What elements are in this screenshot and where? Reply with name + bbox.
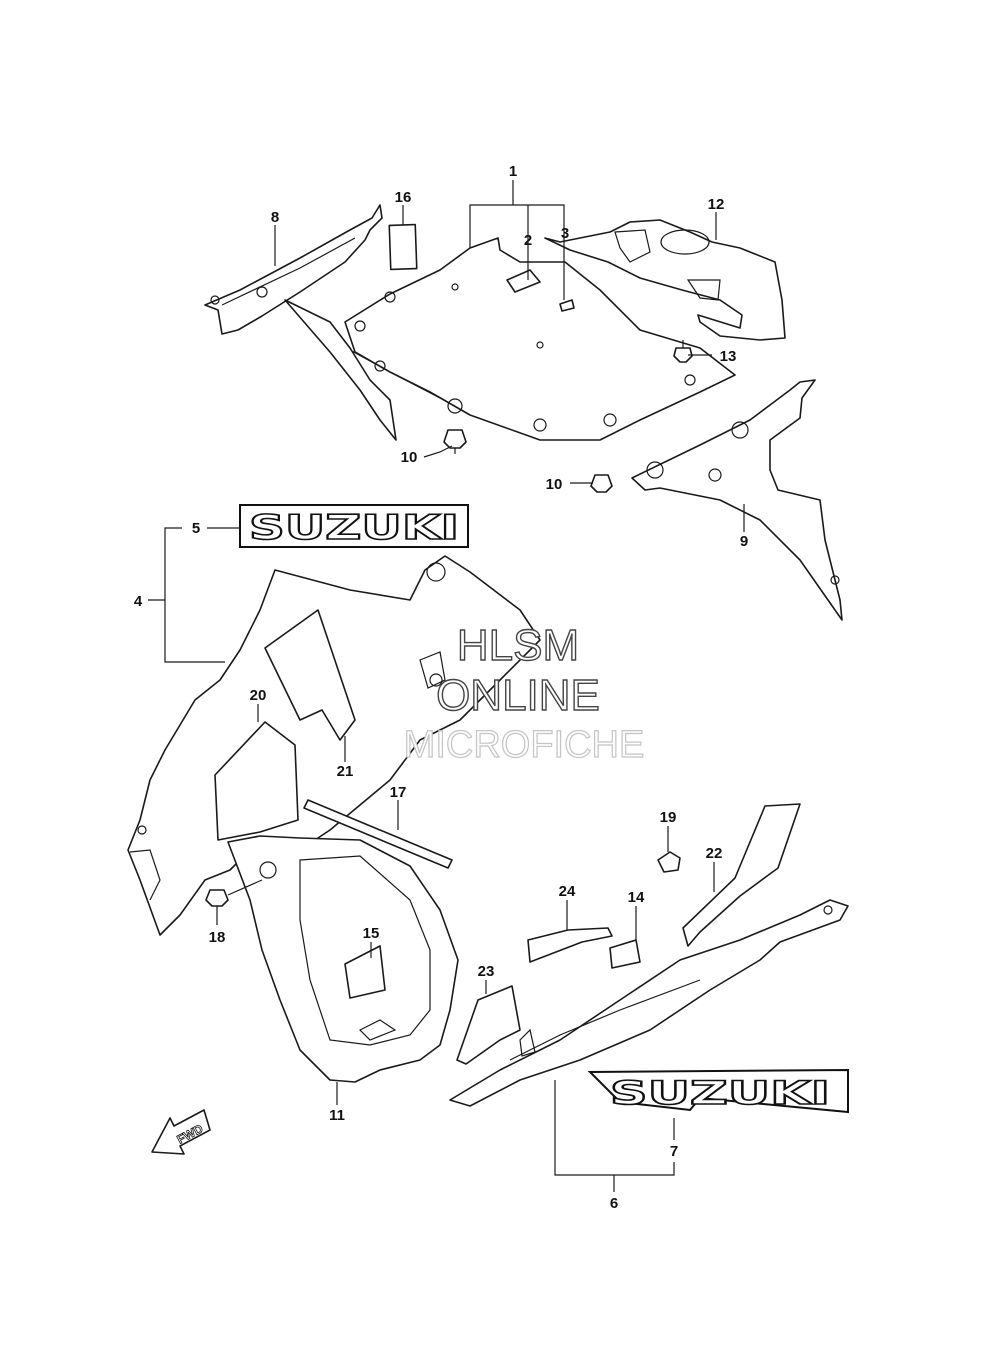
- part-6-under-cowl: [449, 899, 849, 1107]
- part-15-pad: [344, 945, 386, 999]
- callout-13: 13: [720, 348, 737, 365]
- callout-17: 17: [390, 784, 407, 801]
- callout-6: 6: [610, 1195, 618, 1212]
- callout-5: 5: [192, 520, 200, 537]
- callout-7: 7: [670, 1143, 678, 1160]
- part-24-pad: [527, 927, 613, 963]
- part-9-right-bracket: [631, 379, 843, 621]
- callout-15: 15: [363, 925, 380, 942]
- callout-20: 20: [250, 687, 267, 704]
- part-14-pad: [609, 939, 641, 969]
- emblem-upper: SUZUKI: [239, 504, 469, 549]
- part-12-top-cover: [544, 219, 786, 341]
- watermark-line2: ONLINE: [436, 671, 600, 720]
- emblem-lower-text: SUZUKI: [610, 1074, 830, 1112]
- emblem-upper-text: SUZUKI: [249, 508, 459, 548]
- part-8-left-bracket: [204, 204, 383, 335]
- callout-numbers: 1 2 3 8 16 12 13 10 10 9 5 4 20 21 17 18…: [134, 163, 748, 1212]
- callout-10a: 10: [401, 449, 418, 466]
- part-23-pad: [456, 985, 521, 1065]
- callout-18: 18: [209, 929, 226, 946]
- callout-21: 21: [337, 763, 354, 780]
- callout-10b: 10: [546, 476, 563, 493]
- part-2-pad: [506, 269, 541, 293]
- part-18-bolt: [205, 879, 263, 907]
- callout-19: 19: [660, 809, 677, 826]
- part-8-lower-arm: [284, 299, 397, 441]
- part-19-grommet: [657, 851, 681, 873]
- part-17-strip: [303, 799, 453, 869]
- part-22-pad: [682, 803, 801, 947]
- part-21-pad: [264, 609, 356, 741]
- callout-11: 11: [329, 1107, 345, 1124]
- part-1-center-panel: [344, 237, 736, 441]
- callout-1: 1: [509, 163, 517, 180]
- callout-23: 23: [478, 963, 495, 980]
- part-11-inner-panel: [227, 835, 459, 1083]
- part-16-label-sticker: [388, 223, 418, 271]
- callout-4: 4: [134, 593, 143, 610]
- callout-22: 22: [706, 845, 723, 862]
- part-20-pad: [214, 721, 299, 841]
- watermark-line1: HLSM: [457, 621, 579, 670]
- callout-16: 16: [395, 189, 412, 206]
- emblem-lower: SUZUKI: [587, 1068, 849, 1114]
- fwd-arrow: FWD: [151, 1109, 211, 1155]
- callout-24: 24: [559, 883, 576, 900]
- watermark-line3: MICROFICHE: [404, 724, 645, 766]
- part-3-pad: [559, 299, 575, 312]
- callout-2: 2: [524, 232, 532, 249]
- callout-12: 12: [708, 196, 725, 213]
- callout-8: 8: [271, 209, 279, 226]
- part-10-fastener-a: [443, 429, 467, 454]
- callout-14: 14: [628, 889, 645, 906]
- part-10-fastener-b: [590, 474, 613, 493]
- callout-3: 3: [561, 225, 569, 242]
- part-13-bolt: [673, 340, 693, 363]
- callout-9: 9: [740, 533, 748, 550]
- leader-lines: [148, 180, 745, 1192]
